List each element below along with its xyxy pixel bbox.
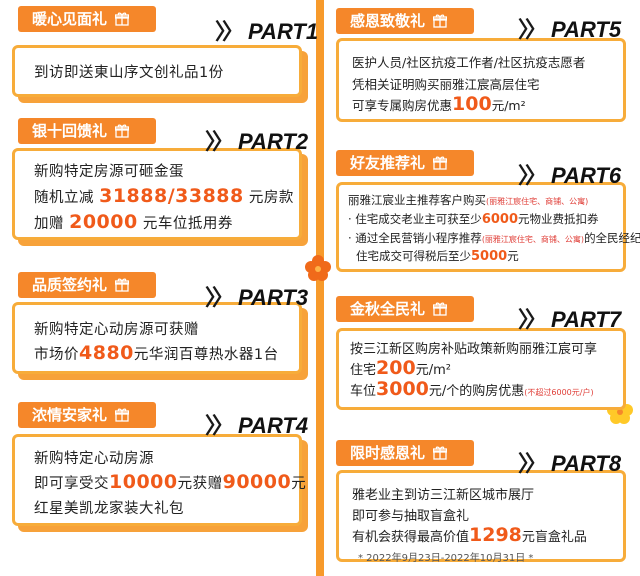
card-part6 — [336, 182, 626, 272]
double-chevron-icon: 〉〉 — [518, 163, 547, 188]
tag-label: 金秋全民礼 — [350, 300, 426, 318]
card-line: 即可享受交10000元获赠90000元 — [34, 471, 307, 493]
double-chevron-icon: 〉〉 — [518, 17, 547, 42]
card-line: 按三江新区购房补贴政策新购丽雅江宸可享 — [350, 342, 598, 357]
tag-part4: 浓情安家礼 — [18, 402, 156, 428]
tag-label: 感恩致敬礼 — [350, 12, 426, 30]
part-heading-3: 〉〉PART3 — [205, 285, 309, 310]
part-heading-7: 〉〉PART7 — [518, 307, 622, 332]
tag-label: 浓情安家礼 — [32, 406, 108, 424]
tag-part6: 好友推荐礼 — [336, 150, 474, 176]
card-line: · 通过全民营销小程序推荐(丽雅江宸住宅、商铺、公寓)的全民经纪人 — [348, 231, 640, 245]
card-line: 新购特定房源可砸金蛋 — [34, 164, 184, 180]
card-line: 随机立减 31888/33888 元房款 — [34, 185, 294, 207]
double-chevron-icon: 〉〉 — [518, 307, 547, 332]
double-chevron-icon: 〉〉 — [518, 451, 547, 476]
gift-icon — [433, 446, 448, 460]
card-line: 市场价4880元华润百尊热水器1台 — [34, 342, 279, 364]
part-heading-6: 〉〉PART6 — [518, 163, 622, 188]
double-chevron-icon: 〉〉 — [205, 413, 234, 438]
tag-label: 限时感恩礼 — [350, 444, 426, 462]
part-heading-4: 〉〉PART4 — [205, 413, 309, 438]
tag-part1: 暖心见面礼 — [18, 6, 156, 32]
gift-icon — [433, 302, 448, 316]
double-chevron-icon: 〉〉 — [215, 19, 244, 44]
part-heading-5: 〉〉PART5 — [518, 17, 622, 42]
card-line: 车位3000元/个的购房优惠(不超过6000元/户) — [350, 378, 594, 400]
tag-part7: 金秋全民礼 — [336, 296, 474, 322]
card-line: 新购特定心动房源可获赠 — [34, 322, 199, 338]
card-part1 — [12, 45, 302, 97]
gift-icon — [115, 278, 130, 292]
card-line: 医护人员/社区抗疫工作者/社区抗疫志愿者 — [352, 55, 586, 70]
card-line: 凭相关证明购买丽雅江宸高层住宅 — [352, 77, 540, 92]
tag-part8: 限时感恩礼 — [336, 440, 474, 466]
tag-label: 好友推荐礼 — [350, 154, 426, 172]
card-line: 住宅200元/m² — [350, 357, 451, 379]
gift-icon — [115, 408, 130, 422]
center-divider — [316, 0, 324, 576]
tag-label: 暖心见面礼 — [32, 10, 108, 28]
card-line: 到访即送東山序文创礼品1份 — [34, 65, 224, 81]
double-chevron-icon: 〉〉 — [205, 285, 234, 310]
date-footnote: * 2022年9月23日-2022年10月31日 * — [358, 553, 534, 564]
tag-part2: 银十回馈礼 — [18, 118, 156, 144]
card-line: 加赠 20000 元车位抵用券 — [34, 211, 233, 233]
card-part8 — [336, 470, 626, 562]
gift-icon — [115, 12, 130, 26]
part-heading-2: 〉〉PART2 — [205, 129, 309, 154]
card-line: 新购特定心动房源 — [34, 451, 154, 467]
card-line: 红星美凯龙家装大礼包 — [34, 501, 184, 517]
gift-icon — [433, 14, 448, 28]
card-line: 住宅成交可得税后至少5000元 — [356, 249, 519, 264]
card-line: · 住宅成交老业主可获至少6000元物业费抵扣券 — [348, 212, 599, 227]
card-part4 — [12, 434, 302, 526]
card-line: 即可参与抽取盲盒礼 — [352, 509, 470, 524]
card-part2 — [12, 148, 302, 240]
tag-label: 银十回馈礼 — [32, 122, 108, 140]
double-chevron-icon: 〉〉 — [205, 129, 234, 154]
card-line: 丽雅江宸业主推荐客户购买(丽雅江宸住宅、商铺、公寓) — [348, 193, 589, 207]
card-line: 有机会获得最高价值1298元盲盒礼品 — [352, 524, 587, 546]
gift-icon — [433, 156, 448, 170]
part-heading-8: 〉〉PART8 — [518, 451, 622, 476]
part-heading-1: 〉〉PART1 — [215, 19, 319, 44]
card-line: 可享专属购房优惠100元/m² — [352, 93, 526, 115]
card-part3 — [12, 302, 302, 374]
gift-icon — [115, 124, 130, 138]
card-part5 — [336, 38, 626, 122]
tag-part3: 品质签约礼 — [18, 272, 156, 298]
flower-decoration-icon — [305, 255, 331, 281]
tag-part5: 感恩致敬礼 — [336, 8, 474, 34]
tag-label: 品质签约礼 — [32, 276, 108, 294]
card-part7 — [336, 328, 626, 410]
card-line: 雅老业主到访三江新区城市展厅 — [352, 488, 535, 503]
